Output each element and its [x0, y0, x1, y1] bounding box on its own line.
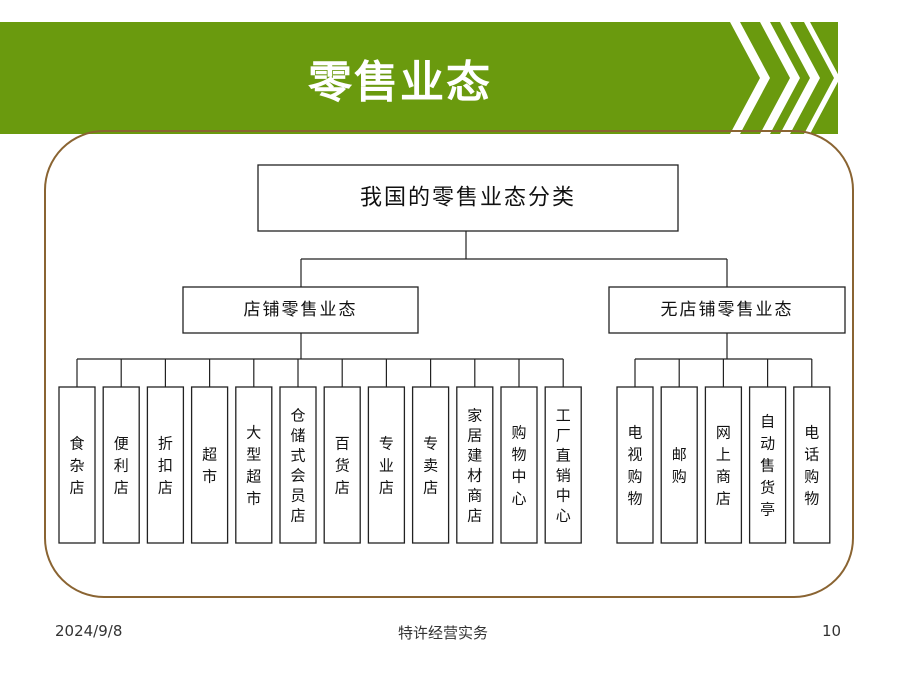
leaf-node-box — [544, 386, 582, 544]
branch-node-box — [182, 286, 419, 334]
leaf-node-box — [456, 386, 494, 544]
leaf-node-box — [323, 386, 361, 544]
leaf-node-label: 购物中心 — [511, 423, 526, 507]
leaf-node-box — [793, 386, 831, 544]
leaf-node-label: 折扣店 — [158, 434, 173, 496]
leaf-node-box — [146, 386, 185, 544]
root-node-label: 我国的零售业态分类 — [360, 186, 576, 211]
leaf-node-box — [102, 386, 140, 544]
chevron-decoration-icon — [730, 22, 840, 134]
leaf-node-label: 电视购物 — [627, 423, 642, 507]
leaf-node-label: 百货店 — [335, 434, 350, 496]
page-number: 10 — [822, 622, 842, 640]
leaf-node-box — [190, 386, 229, 544]
branch-node-label: 店铺零售业态 — [244, 300, 358, 320]
leaf-node-box — [500, 386, 538, 544]
leaf-node-label: 食杂店 — [69, 434, 84, 496]
leaf-node-label: 仓储式会员店 — [290, 406, 305, 524]
leaf-node-box — [58, 386, 96, 544]
leaf-node-box — [411, 386, 450, 544]
leaf-node-box — [660, 386, 698, 544]
leaf-node-label: 专业店 — [379, 434, 394, 496]
footer-center-text: 特许经营实务 — [398, 624, 489, 642]
slide-title: 零售业态 — [308, 57, 492, 108]
leaf-node-label: 超市 — [202, 445, 217, 485]
leaf-node-box — [704, 386, 743, 544]
leaf-node-label: 工厂直销中心 — [556, 406, 571, 524]
leaf-node-label: 邮购 — [672, 445, 687, 485]
leaf-node-box — [235, 386, 273, 544]
leaf-node-label: 自动售货亭 — [760, 412, 775, 518]
leaf-node-label: 专卖店 — [423, 434, 438, 496]
leaf-node-label: 便利店 — [114, 434, 129, 496]
leaf-node-box — [748, 386, 787, 544]
header-bar — [0, 22, 838, 134]
leaf-node-box — [616, 386, 654, 544]
branch-node-label: 无店铺零售业态 — [661, 300, 794, 320]
content-frame — [44, 130, 854, 598]
leaf-node-label: 网上商店 — [716, 423, 731, 507]
leaf-node-label: 家居建材商店 — [467, 406, 482, 524]
leaf-node-box — [367, 386, 406, 544]
leaf-node-box — [279, 386, 317, 544]
root-node-box — [257, 164, 679, 232]
footer-date: 2024/9/8 — [55, 622, 123, 640]
leaf-node-label: 电话购物 — [804, 423, 819, 507]
leaf-node-label: 大型超市 — [246, 423, 261, 507]
